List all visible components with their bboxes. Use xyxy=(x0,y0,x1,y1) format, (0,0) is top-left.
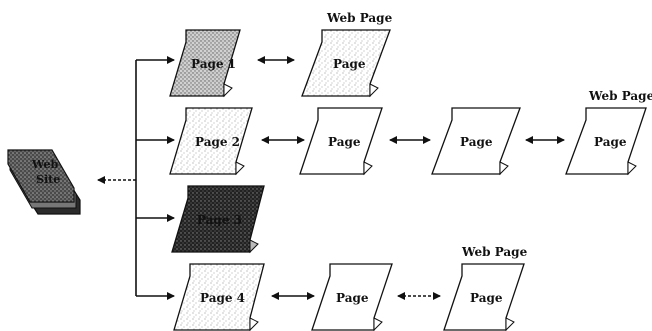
page-label-row4-col1: Page 4 xyxy=(200,291,245,305)
page-label-row2-col3: Page xyxy=(460,135,493,149)
page-label-row1-col1: Page 1 xyxy=(191,57,236,71)
page-node-row2-col1: Page 2 xyxy=(169,107,253,176)
web-page-label-2: Web Page xyxy=(588,89,652,103)
page-label-row2-col1: Page 2 xyxy=(195,135,240,149)
page-node-row1-col2: Page xyxy=(301,29,391,98)
page-label-row1-col2: Page xyxy=(333,57,366,71)
page-node-row2-col2: Page xyxy=(299,107,383,176)
page-label-row2-col2: Page xyxy=(328,135,361,149)
page-node-row2-col3: Page xyxy=(431,107,521,176)
page-node-row4-col3: Page xyxy=(443,263,525,331)
book-label-line-1: Web xyxy=(31,158,58,171)
page-label-row2-col4: Page xyxy=(594,135,627,149)
web-page-label-1: Web Page xyxy=(326,11,393,25)
book-label-line-2: Site xyxy=(36,173,60,186)
web-page-label-3: Web Page xyxy=(461,245,528,259)
page-label-row4-col2: Page xyxy=(336,291,369,305)
page-node-row3-col1: Page 3 xyxy=(171,185,265,254)
page-label-row4-col3: Page xyxy=(470,291,503,305)
page-node-row2-col4: Page xyxy=(565,107,647,176)
page-node-row4-col2: Page xyxy=(311,263,393,331)
page-label-row3-col1: Page 3 xyxy=(197,213,242,227)
page-node-row1-col1: Page 1 xyxy=(169,29,241,98)
page-node-row4-col1: Page 4 xyxy=(173,263,265,331)
web-site-book-icon: Web Site xyxy=(7,149,81,215)
